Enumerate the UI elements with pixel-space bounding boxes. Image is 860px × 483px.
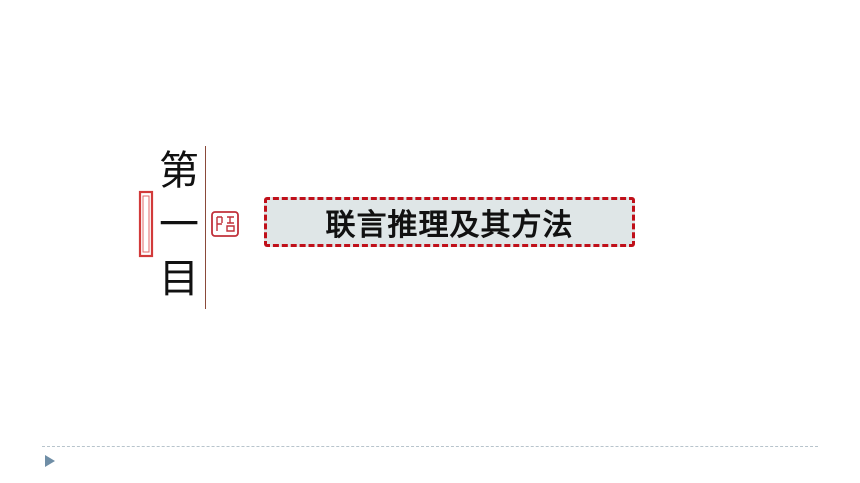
topic-title: 联言推理及其方法 [325, 208, 574, 243]
section-char-1: 第 [159, 148, 199, 194]
seal-stamp-icon [211, 211, 239, 237]
vertical-divider [205, 146, 206, 309]
decorative-bracket [138, 190, 154, 258]
footer-divider [42, 446, 818, 447]
section-heading: 第 一 目 [156, 144, 202, 306]
section-char-2: 一 [159, 202, 199, 248]
topic-box: 联言推理及其方法 [264, 197, 635, 247]
section-char-3: 目 [159, 256, 199, 302]
play-triangle-icon[interactable] [43, 454, 57, 468]
